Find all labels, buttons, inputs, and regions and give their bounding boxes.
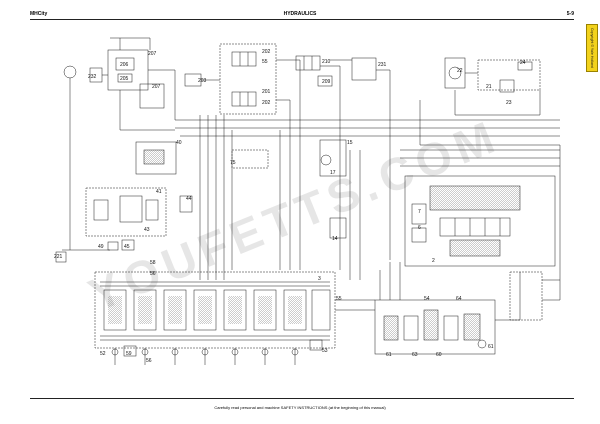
label-2: 2	[432, 258, 435, 264]
label-205: 205	[120, 76, 129, 82]
valve-sections	[103, 289, 331, 331]
valve-209	[317, 75, 333, 87]
label-64: 64	[456, 296, 462, 302]
valve-bank-mid	[439, 217, 511, 237]
section-title: HYDRAULICS	[283, 11, 317, 17]
label-55-lower: 55	[336, 296, 342, 302]
block-21-23	[477, 59, 541, 91]
valve-202-lower	[231, 91, 257, 107]
label-209: 209	[322, 79, 331, 85]
label-221: 221	[54, 254, 63, 260]
label-45: 45	[124, 244, 130, 250]
valve-bank-lower	[449, 239, 501, 257]
label-3: 3	[318, 276, 321, 282]
component-231	[351, 57, 377, 81]
label-17: 17	[330, 170, 336, 176]
component-7	[411, 203, 427, 225]
label-15: 15	[347, 140, 353, 146]
label-201: 201	[262, 89, 271, 95]
label-54: 54	[424, 296, 430, 302]
component-59	[123, 345, 137, 357]
label-61: 61	[386, 352, 392, 358]
block-202-201	[219, 43, 277, 115]
header-rule	[30, 19, 574, 20]
label-55: 55	[262, 59, 268, 65]
block-75	[231, 149, 269, 169]
page-footer: Carefully read personal and machine SAFE…	[214, 405, 386, 410]
block-40	[135, 141, 177, 175]
block-207-lower	[139, 83, 165, 109]
valve-43	[145, 199, 159, 221]
label-24: 24	[520, 60, 526, 66]
block-41-43	[85, 187, 167, 237]
watermark-text: YOUFETTS.COM	[81, 109, 506, 321]
label-63: 63	[412, 352, 418, 358]
pump-17	[320, 154, 332, 166]
label-41: 41	[156, 189, 162, 195]
label-23: 23	[506, 100, 512, 106]
pump-61	[477, 339, 487, 349]
component-21	[499, 79, 515, 93]
component-6	[411, 227, 427, 243]
label-21: 21	[486, 84, 492, 90]
label-203: 203	[198, 78, 207, 84]
label-7: 7	[418, 209, 421, 215]
control-block	[404, 175, 556, 267]
label-6: 6	[418, 225, 421, 231]
label-202: 202	[262, 49, 271, 55]
label-59: 59	[126, 351, 132, 357]
valve-210	[295, 55, 321, 71]
manual-title: MHCity	[30, 11, 48, 17]
copyright-tab: Copyright © Yale Holland	[586, 24, 598, 72]
label-14: 14	[332, 236, 338, 242]
valve-206	[115, 57, 135, 71]
valve-205	[117, 73, 133, 83]
valve-outlets	[111, 348, 299, 365]
label-22: 22	[457, 68, 463, 74]
component-44	[179, 195, 193, 213]
component-14	[329, 217, 347, 239]
label-207: 207	[148, 51, 157, 57]
valve-41	[119, 195, 143, 223]
label-43: 43	[144, 227, 150, 233]
label-52: 52	[100, 351, 106, 357]
component-45	[121, 239, 135, 251]
page-header: MHCity HYDRAULICS 5-9	[0, 0, 600, 22]
accumulator	[93, 199, 109, 221]
callout-labels: 207 232 206 205 207 202 55 203 201 202 2…	[54, 49, 526, 364]
schematic-lines	[55, 37, 561, 365]
block-15-17	[319, 139, 347, 177]
label-202-lower: 202	[262, 100, 271, 106]
component-24	[517, 61, 533, 71]
label-206: 206	[120, 62, 129, 68]
valve-202-upper	[231, 51, 257, 67]
label-44: 44	[186, 196, 192, 202]
valve-40	[143, 149, 165, 165]
label-60: 60	[436, 352, 442, 358]
component-49	[107, 241, 119, 251]
block-right-connector	[509, 271, 543, 321]
label-231: 231	[378, 62, 387, 68]
label-75: 75	[230, 160, 236, 166]
label-56-lower: 56	[146, 358, 152, 364]
label-40: 40	[176, 140, 182, 146]
footer-rule	[30, 398, 574, 399]
label-232: 232	[88, 74, 97, 80]
pump-22	[448, 66, 462, 80]
label-58: 58	[150, 260, 156, 266]
component-221	[55, 251, 67, 263]
block-64-60	[374, 299, 496, 355]
page-number: 5-9	[566, 11, 574, 17]
component-53	[309, 339, 323, 351]
label-210: 210	[322, 59, 331, 65]
tank-icon	[63, 65, 77, 79]
label-49: 49	[98, 244, 104, 250]
label-53: 53	[322, 348, 328, 354]
label-56: 56	[150, 271, 156, 277]
label-61-right: 61	[488, 344, 494, 350]
valve-bank-upper	[429, 185, 521, 211]
label-207-lower: 207	[152, 84, 161, 90]
